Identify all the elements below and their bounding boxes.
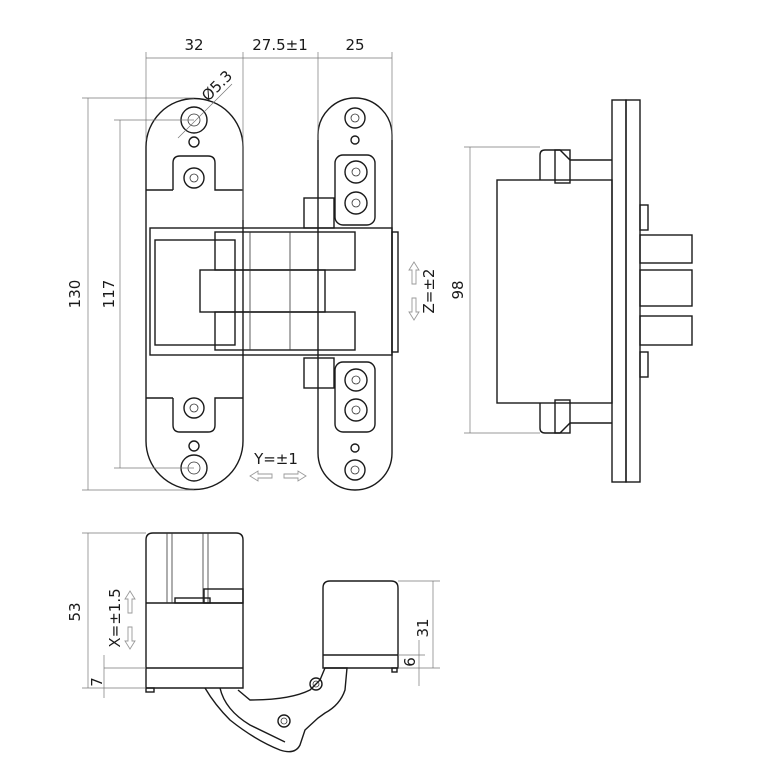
- dim-gap: 27.5±1: [252, 36, 308, 54]
- y-adjustment-arrows-icon: [249, 470, 307, 482]
- dim-right-depth: 31: [414, 618, 432, 637]
- dim-hole-spacing: 117: [100, 280, 118, 309]
- x-adjustment-label: X=±1.5: [106, 588, 124, 647]
- y-adjustment-label: Y=±1: [253, 450, 298, 468]
- dim-body-height: 98: [449, 280, 467, 299]
- dim-right-offset: 6: [401, 657, 419, 667]
- top-view-left-block: [145, 532, 244, 693]
- dim-left-offset: 7: [88, 677, 106, 687]
- dim-width-right: 25: [345, 36, 364, 54]
- front-view-hinge-arm: [149, 227, 399, 356]
- dimension-lines-top: [82, 532, 440, 698]
- z-adjustment-label: Z=±2: [420, 269, 438, 314]
- top-view-hinge-linkage: [204, 667, 348, 753]
- z-adjustment-arrows-icon: [408, 261, 420, 321]
- front-view-left-plate: [145, 97, 244, 491]
- dim-total-height: 130: [66, 280, 84, 309]
- front-view-right-plate: [303, 97, 393, 491]
- dim-depth: 53: [66, 602, 84, 621]
- dimension-lines-front: [82, 52, 393, 491]
- top-view-right-block: [322, 580, 399, 673]
- x-adjustment-arrows-icon: [124, 590, 136, 650]
- dimension-lines-side: [464, 146, 540, 434]
- dim-width-left: 32: [184, 36, 203, 54]
- side-view: [496, 99, 693, 483]
